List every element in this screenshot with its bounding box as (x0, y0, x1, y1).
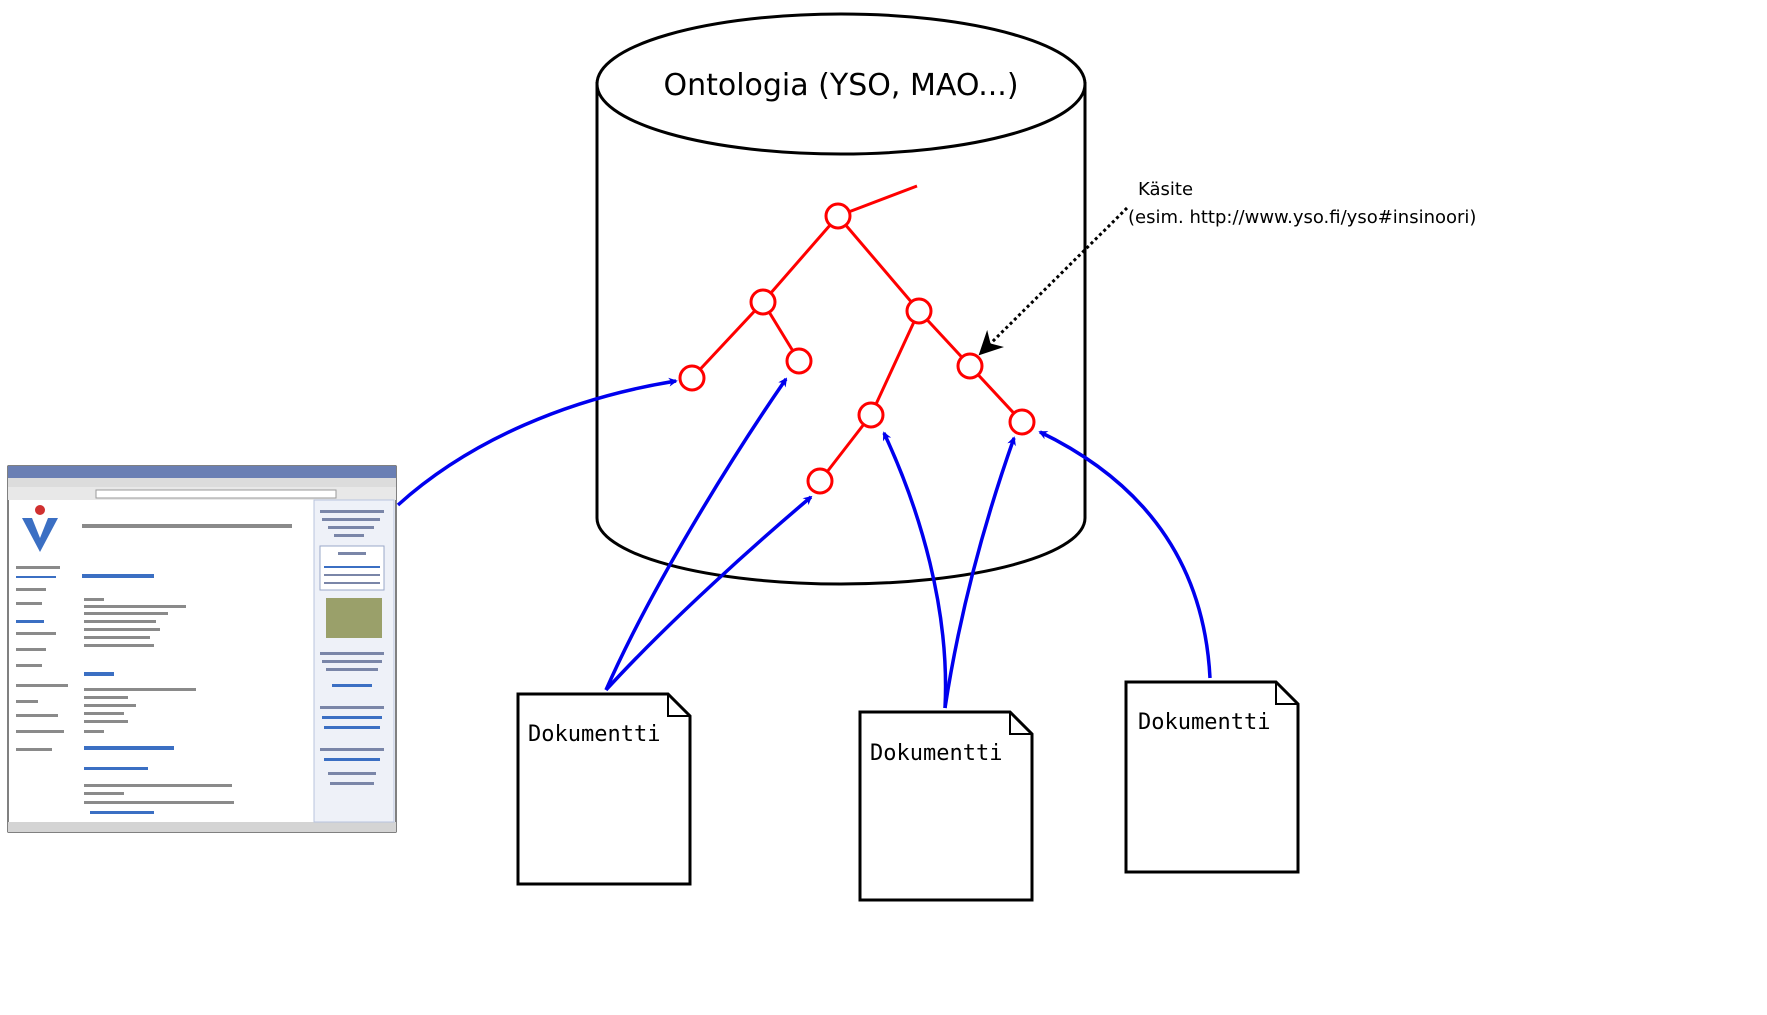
annotation-arrow-doc1 (604, 495, 813, 692)
document-icon: Dokumentti (858, 710, 1034, 902)
database-body (595, 82, 1087, 586)
annotation-arrow-webpage (396, 377, 678, 507)
tree-node (905, 297, 933, 325)
tree-edge (818, 414, 873, 482)
tree-node (1008, 408, 1036, 436)
tree-edge (690, 300, 765, 380)
tree-edge (869, 310, 921, 416)
tree-edge (761, 215, 840, 303)
webpage-logo-icon (22, 505, 58, 552)
document-label: Dokumentti (1138, 710, 1270, 735)
tree-node (678, 364, 706, 392)
browser-menubar (8, 478, 396, 487)
document-icon: Dokumentti (516, 692, 692, 886)
tree-node (785, 347, 813, 375)
ontology-database: Ontologia (YSO, MAO...) (595, 12, 1087, 586)
browser-titlebar (8, 466, 396, 478)
ontology-title: Ontologia (YSO, MAO...) (663, 68, 1018, 103)
browser-statusbar (8, 822, 396, 832)
concept-pointer-arrow (978, 206, 1129, 356)
tree-node (749, 288, 777, 316)
browser-address-bar (95, 489, 337, 499)
annotation-arrow-doc2 (943, 436, 1016, 709)
ontology-tree (678, 184, 1036, 495)
annotation-arrow-doc2 (882, 431, 948, 709)
annotation-arrow-doc1 (604, 377, 788, 691)
webpage-text-lines (16, 524, 292, 814)
tree-edge (836, 215, 921, 312)
document-label: Dokumentti (528, 722, 660, 747)
database-top (595, 12, 1087, 156)
tree-node (857, 401, 885, 429)
webpage-sidebar-content (319, 510, 385, 785)
concept-label: Käsite (1138, 179, 1193, 200)
webpage-thumbnail (7, 465, 397, 833)
tree-edge (837, 184, 918, 218)
annotation-arrow-doc3 (1038, 430, 1212, 679)
concept-callout: Käsite (esim. http://www.yso.fi/yso#insi… (978, 179, 1476, 356)
concept-example-uri: (esim. http://www.yso.fi/yso#insinoori) (1128, 207, 1476, 228)
tree-node (824, 202, 852, 230)
document-label: Dokumentti (870, 741, 1002, 766)
tree-node-concept (956, 352, 984, 380)
tree-node (806, 467, 834, 495)
annotation-arrows (396, 377, 1212, 709)
document-icon: Dokumentti (1124, 680, 1300, 874)
